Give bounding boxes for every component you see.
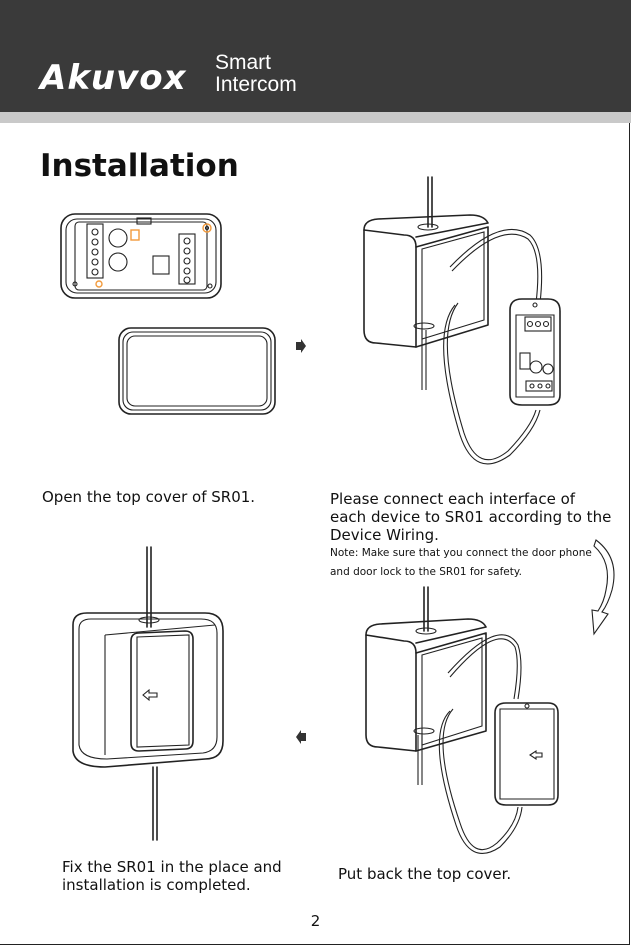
step2-note-line: and door lock to the SR01 for safety. bbox=[330, 566, 522, 578]
header-bar: Akuvox Smart Intercom bbox=[0, 0, 631, 112]
step2-caption: Please connect each interface of each de… bbox=[330, 490, 611, 544]
sr01-closed-device bbox=[494, 702, 559, 806]
wires bbox=[417, 586, 523, 854]
mounting-box bbox=[363, 214, 489, 348]
step3-illustration bbox=[365, 586, 559, 854]
step3-caption: Put back the top cover. bbox=[338, 865, 512, 883]
sr01-open-device bbox=[509, 298, 561, 406]
curved-arrow-down-icon bbox=[591, 539, 615, 636]
header-stripe bbox=[0, 112, 631, 123]
wires bbox=[421, 176, 543, 465]
page-number: 2 bbox=[310, 912, 321, 930]
step2-note-line: Note: Make sure that you connect the doo… bbox=[330, 547, 592, 559]
step4-caption-line: Fix the SR01 in the place and bbox=[62, 858, 282, 876]
arrow-left-icon bbox=[296, 730, 306, 744]
logo-brand: Akuvox bbox=[40, 58, 187, 98]
step1-illustration bbox=[60, 213, 276, 415]
mounting-box bbox=[72, 612, 224, 768]
step2-caption-line: each device to SR01 according to the bbox=[330, 508, 612, 526]
mounting-box bbox=[365, 618, 487, 752]
step2-caption-line: Device Wiring. bbox=[330, 526, 439, 544]
sr01-installed-device bbox=[130, 630, 194, 752]
step2-note: Note: Make sure that you connect the doo… bbox=[330, 544, 592, 582]
step1-caption: Open the top cover of SR01. bbox=[42, 488, 256, 506]
page-title: Installation bbox=[40, 148, 239, 184]
step4-illustration bbox=[72, 546, 224, 841]
sr01-open-board bbox=[60, 213, 222, 299]
logo-tagline-line2: Intercom bbox=[215, 73, 297, 96]
step2-caption-line: Please connect each interface of bbox=[330, 490, 576, 508]
logo-tagline-line1: Smart bbox=[215, 51, 272, 74]
step2-illustration bbox=[363, 176, 561, 465]
arrow-right-icon bbox=[296, 339, 306, 353]
sr01-top-cover bbox=[118, 327, 276, 415]
logo-tagline: Smart Intercom bbox=[215, 52, 297, 96]
step4-caption-line: installation is completed. bbox=[62, 876, 251, 894]
step4-caption: Fix the SR01 in the place and installati… bbox=[62, 858, 282, 894]
